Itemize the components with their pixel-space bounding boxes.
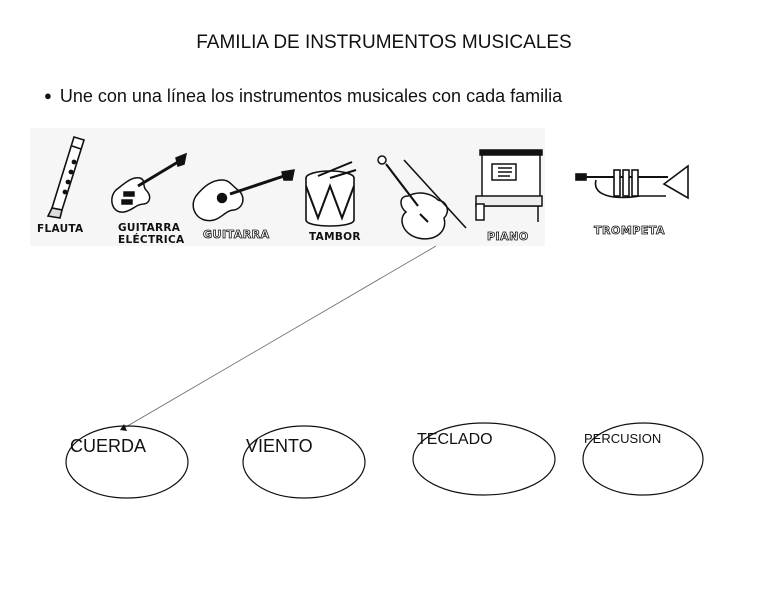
family-oval-percusion[interactable] (582, 422, 704, 496)
electric-guitar-icon (111, 152, 188, 213)
trumpet-icon (575, 164, 689, 200)
family-label-percusion: PERCUSION (584, 431, 662, 446)
instrument-label: TAMBOR (309, 231, 361, 243)
instrument-label: TROMPETA (594, 224, 665, 237)
instrument-strip (30, 128, 545, 246)
family-label-viento: VIENTO (246, 436, 313, 456)
instruction-text: Une con una línea los instrumentos music… (59, 86, 563, 106)
page-title: FAMILIA DE INSTRUMENTOS MUSICALES (196, 32, 572, 53)
violin-icon (377, 155, 467, 240)
instruction-line: ● Une con una línea los instrumentos musi… (44, 86, 562, 107)
arrow-head-icon (120, 424, 127, 431)
instrument-label: FLAUTA (37, 223, 84, 235)
drum-icon (305, 161, 357, 227)
bullet-icon: ● (44, 88, 52, 103)
family-oval-teclado[interactable] (412, 422, 556, 496)
instrument-label-line2: ELÉCTRICA (118, 233, 185, 246)
instrument-label: GUITARRA (203, 228, 270, 241)
family-label-teclado: TECLADO (417, 431, 493, 448)
family-label-cuerda: CUERDA (70, 436, 147, 456)
acoustic-guitar-icon (192, 169, 295, 222)
family-oval-cuerda[interactable] (65, 425, 189, 499)
connecting-line (123, 245, 437, 429)
piano-icon (475, 149, 543, 222)
instrument-label: PIANO (487, 230, 529, 243)
recorder-icon (46, 136, 86, 219)
instrument-label: GUITARRA (118, 222, 181, 234)
family-oval-viento[interactable] (242, 425, 366, 499)
